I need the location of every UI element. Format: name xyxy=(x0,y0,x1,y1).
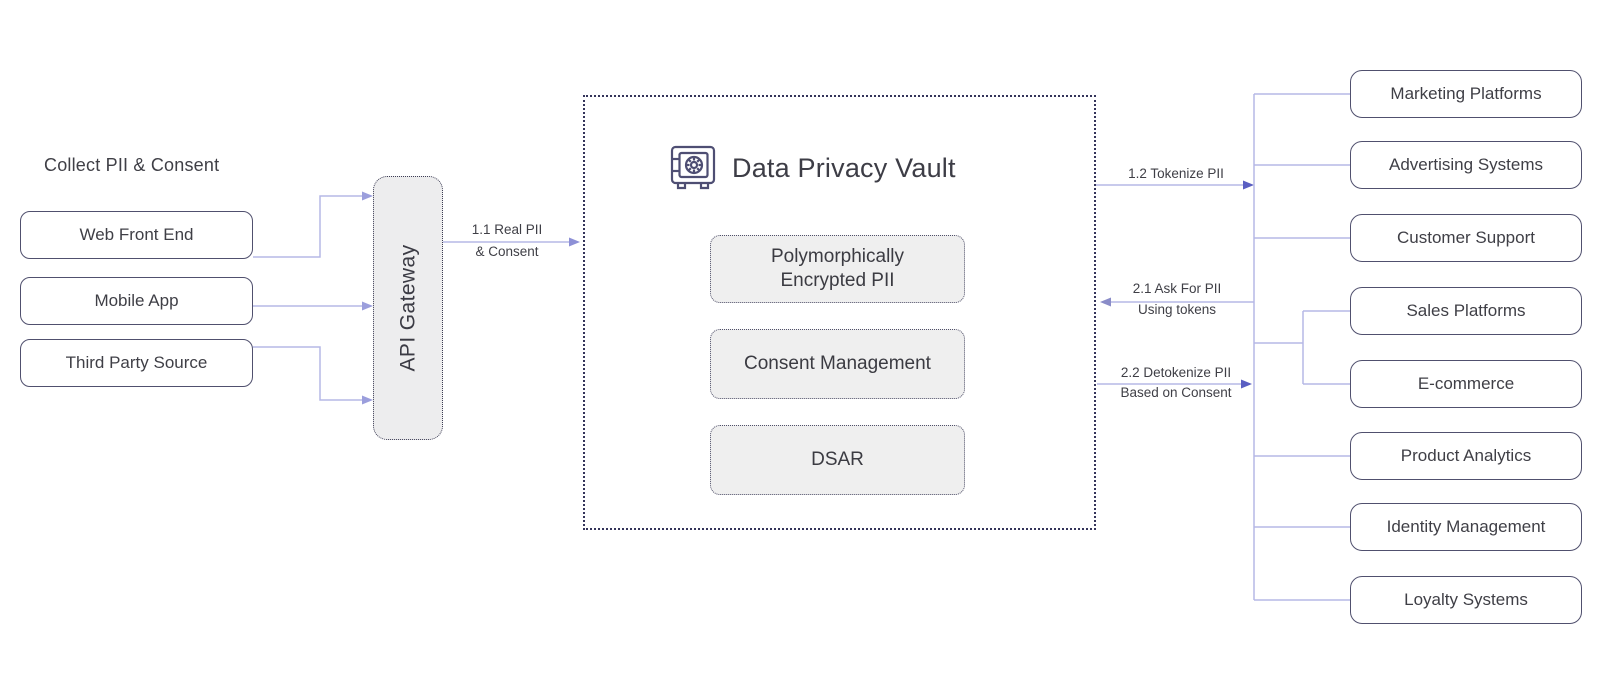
api-gateway-box: API Gateway xyxy=(373,176,443,440)
component-label-line: Encrypted PII xyxy=(780,270,895,291)
arrowhead-ask-for-pii xyxy=(1100,297,1111,307)
source-box-web-front-end: Web Front End xyxy=(20,211,253,259)
flow-label-real-pii: 1.1 Real PII & Consent xyxy=(437,219,577,263)
flow-label-detokenize: 2.2 Detokenize PII Based on Consent xyxy=(1092,363,1260,403)
consumer-label: E-commerce xyxy=(1417,374,1515,393)
consumer-box-customer-support: Customer Support xyxy=(1350,214,1582,262)
consumer-label: Advertising Systems xyxy=(1389,155,1543,174)
consumer-box-advertising-systems: Advertising Systems xyxy=(1350,141,1582,189)
consumer-box-sales-platforms: Sales Platforms xyxy=(1350,287,1582,335)
arrowhead-thirdparty xyxy=(362,395,373,405)
arrowhead-webfrontend xyxy=(362,191,373,201)
flow-label-tokenize: 1.2 Tokenize PII xyxy=(1100,163,1252,184)
flow-label-line: 1.1 Real PII xyxy=(471,222,543,237)
flow-label-ask-for-pii: 2.1 Ask For PII Using tokens xyxy=(1098,278,1256,320)
consumer-box-identity-management: Identity Management xyxy=(1350,503,1582,551)
source-label: Third Party Source xyxy=(65,353,208,372)
consumer-label: Identity Management xyxy=(1386,517,1546,536)
consumer-box-product-analytics: Product Analytics xyxy=(1350,432,1582,480)
flow-label-line: Using tokens xyxy=(1137,302,1217,317)
flow-label-line: & Consent xyxy=(475,244,539,259)
consumer-label: Loyalty Systems xyxy=(1404,590,1528,609)
source-label: Web Front End xyxy=(79,225,194,244)
consumer-box-loyalty-systems: Loyalty Systems xyxy=(1350,576,1582,624)
vault-component-consent-management: Consent Management xyxy=(710,329,965,399)
component-label-line: DSAR xyxy=(811,449,864,470)
consumer-label: Marketing Platforms xyxy=(1390,84,1542,103)
arrowhead-real-pii xyxy=(569,237,580,247)
vault-safe-icon xyxy=(670,145,716,190)
flow-label-line: 2.1 Ask For PII xyxy=(1132,281,1222,296)
source-box-third-party-source: Third Party Source xyxy=(20,339,253,387)
consumer-label: Sales Platforms xyxy=(1406,301,1526,320)
data-privacy-vault-box xyxy=(583,95,1096,530)
arrowhead-detokenize xyxy=(1241,379,1252,389)
source-box-mobile-app: Mobile App xyxy=(20,277,253,325)
collect-pii-heading: Collect PII & Consent xyxy=(44,155,220,175)
edge-webfrontend-gateway xyxy=(253,195,364,258)
consumer-label: Customer Support xyxy=(1397,228,1535,247)
arrowhead-tokenize xyxy=(1243,180,1254,190)
api-gateway-label: API Gateway xyxy=(396,244,419,372)
flow-label-line: 2.2 Detokenize PII xyxy=(1120,365,1232,380)
consumer-box-ecommerce: E-commerce xyxy=(1350,360,1582,408)
consumer-box-marketing-platforms: Marketing Platforms xyxy=(1350,70,1582,118)
vault-title: Data Privacy Vault xyxy=(732,152,956,183)
component-label-line: Consent Management xyxy=(744,353,931,374)
vault-component-polymorphic-pii: Polymorphically Encrypted PII xyxy=(710,235,965,303)
flow-label-line: Based on Consent xyxy=(1120,385,1232,400)
arrowhead-mobileapp xyxy=(362,301,373,311)
source-label: Mobile App xyxy=(94,291,179,310)
vault-header: Data Privacy Vault xyxy=(670,144,956,192)
edge-thirdparty-gateway xyxy=(253,346,364,401)
vault-component-dsar: DSAR xyxy=(710,425,965,495)
flow-label-line: 1.2 Tokenize PII xyxy=(1128,166,1224,181)
consumer-label: Product Analytics xyxy=(1400,446,1532,465)
component-label-line: Polymorphically xyxy=(770,246,905,267)
